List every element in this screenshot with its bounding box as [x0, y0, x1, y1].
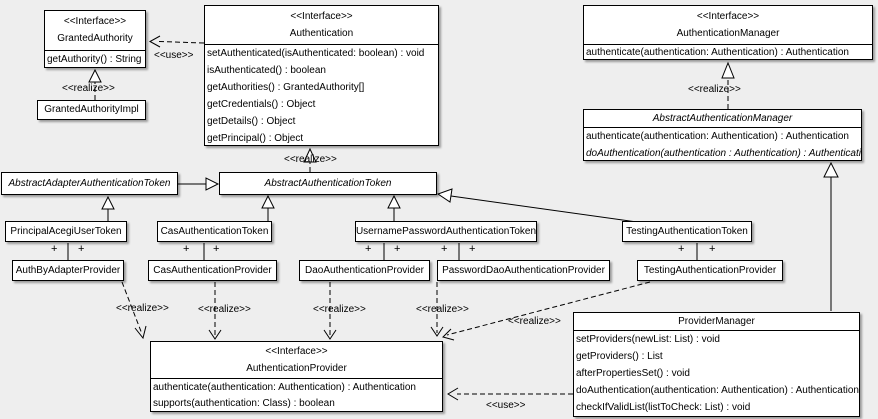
method-row: afterPropertiesSet() : void	[576, 368, 690, 379]
method-row: getDetails() : Object	[207, 116, 296, 127]
class-cas-authentication-token: CasAuthenticationToken	[157, 221, 272, 242]
method-row: authenticate(authentication: Authenticat…	[586, 47, 849, 58]
class-abstract-adapter-authentication-token: AbstractAdapterAuthenticationToken	[1, 172, 178, 195]
association-plus: +	[78, 243, 85, 255]
edge-label-realize: <<realize>>	[313, 304, 366, 315]
class-name: AuthenticationProvider	[246, 362, 347, 374]
edge-label-realize: <<realize>>	[416, 304, 469, 315]
class-dao-authentication-provider: DaoAuthenticationProvider	[299, 260, 430, 281]
stereotype-label: <<Interface>>	[265, 345, 328, 357]
class-name: UsernamePasswordAuthenticationToken	[355, 225, 537, 237]
class-name: GrantedAuthorityImpl	[44, 104, 139, 115]
class-granted-authority: <<Interface>> GrantedAuthority getAuthor…	[44, 10, 146, 68]
edge-use-authentication-grantedauthority	[148, 35, 205, 48]
class-name: TestingAuthenticationToken	[626, 225, 748, 237]
association-plus: +	[441, 243, 448, 255]
association-plus: +	[51, 243, 58, 255]
edge-label-use: <<use>>	[154, 50, 194, 61]
association-plus: +	[183, 243, 190, 255]
class-name: PasswordDaoAuthenticationProvider	[442, 264, 605, 276]
class-testing-authentication-provider: TestingAuthenticationProvider	[637, 260, 783, 281]
class-password-dao-authentication-provider: PasswordDaoAuthenticationProvider	[437, 260, 610, 281]
edge-label-realize: <<realize>>	[198, 304, 251, 315]
stereotype-label: <<Interface>>	[63, 16, 127, 27]
association-plus: +	[709, 243, 716, 255]
edge-gen-providermanager	[823, 161, 839, 311]
edge-label-realize: <<realize>>	[688, 84, 741, 95]
class-name: PrincipalAcegiUserToken	[10, 225, 122, 237]
class-name: GrantedAuthority	[57, 33, 133, 44]
edge-label-use: <<use>>	[486, 400, 526, 411]
class-name: DaoAuthenticationProvider	[305, 264, 424, 276]
method-row: doAuthentication(authentication: Authent…	[576, 385, 859, 396]
class-abstract-authentication-manager: AbstractAuthenticationManager authentica…	[583, 109, 862, 161]
class-authentication-manager: <<Interface>> AuthenticationManager auth…	[583, 5, 873, 60]
class-name: AbstractAuthenticationManager	[652, 112, 793, 124]
class-name: AuthByAdapterProvider	[15, 264, 121, 276]
method-row: authenticate(authentication: Authenticat…	[153, 382, 416, 393]
edge-gen-testingtoken	[436, 188, 638, 223]
edge-gen-principaltoken	[101, 195, 115, 221]
method-row: doAuthentication(authentication : Authen…	[586, 147, 861, 159]
class-granted-authority-impl: GrantedAuthorityImpl	[37, 100, 146, 120]
class-name: CasAuthenticationToken	[160, 225, 269, 237]
class-provider-manager: ProviderManager setProviders(newList: Li…	[573, 312, 860, 417]
class-name: AuthenticationManager	[676, 27, 780, 39]
class-authentication-provider: <<Interface>> AuthenticationProvider aut…	[150, 341, 443, 412]
stereotype-label: <<Interface>>	[290, 10, 353, 22]
class-name: ProviderManager	[678, 315, 755, 327]
edge-label-realize: <<realize>>	[284, 154, 337, 165]
class-name: TestingAuthenticationProvider	[643, 264, 777, 276]
class-principal-acegi-user-token: PrincipalAcegiUserToken	[5, 221, 127, 242]
edge-use-providermanager-authenticationprovider	[447, 387, 573, 401]
method-row: setProviders(newList: List) : void	[576, 334, 720, 345]
association-plus: +	[678, 243, 685, 255]
edge-gen-adaptertoken-abstracttoken	[178, 177, 220, 191]
method-row: getAuthority() : String	[47, 53, 142, 65]
class-name: AbstractAuthenticationToken	[264, 177, 392, 189]
association-plus: +	[365, 243, 372, 255]
method-row: setAuthenticated(isAuthenticated: boolea…	[207, 48, 425, 59]
edge-gen-usernametoken	[387, 194, 401, 221]
class-name: Authentication	[289, 27, 354, 39]
stereotype-label: <<Interface>>	[696, 10, 760, 22]
class-name: AbstractAdapterAuthenticationToken	[8, 177, 171, 189]
edge-label-realize: <<realize>>	[508, 316, 561, 327]
method-row: getPrincipal() : Object	[207, 132, 304, 144]
class-authentication: <<Interface>> Authentication setAuthenti…	[204, 5, 439, 146]
class-cas-authentication-provider: CasAuthenticationProvider	[148, 260, 277, 281]
class-username-password-authentication-token: UsernamePasswordAuthenticationToken	[355, 221, 537, 242]
method-row: authenticate(authentication: Authenticat…	[586, 131, 849, 142]
method-row: getAuthorities() : GrantedAuthority[]	[207, 82, 365, 93]
method-row: getProviders() : List	[576, 351, 663, 362]
class-testing-authentication-token: TestingAuthenticationToken	[622, 221, 752, 242]
method-row: isAuthenticated() : boolean	[207, 65, 326, 76]
association-plus: +	[394, 243, 401, 255]
method-row: getCredentials() : Object	[207, 99, 316, 110]
class-abstract-authentication-token: AbstractAuthenticationToken	[219, 172, 437, 195]
edge-label-realize: <<realize>>	[62, 83, 115, 94]
edge-label-realize: <<realize>>	[116, 303, 169, 314]
association-plus: +	[469, 243, 476, 255]
association-plus: +	[213, 243, 220, 255]
method-row: supports(authentication: Class) : boolea…	[153, 398, 335, 409]
class-auth-by-adapter-provider: AuthByAdapterProvider	[12, 260, 124, 281]
edge-gen-castoken	[261, 194, 275, 221]
method-row: checkIfValidList(listToCheck: List) : vo…	[576, 402, 751, 413]
class-name: CasAuthenticationProvider	[153, 264, 272, 276]
